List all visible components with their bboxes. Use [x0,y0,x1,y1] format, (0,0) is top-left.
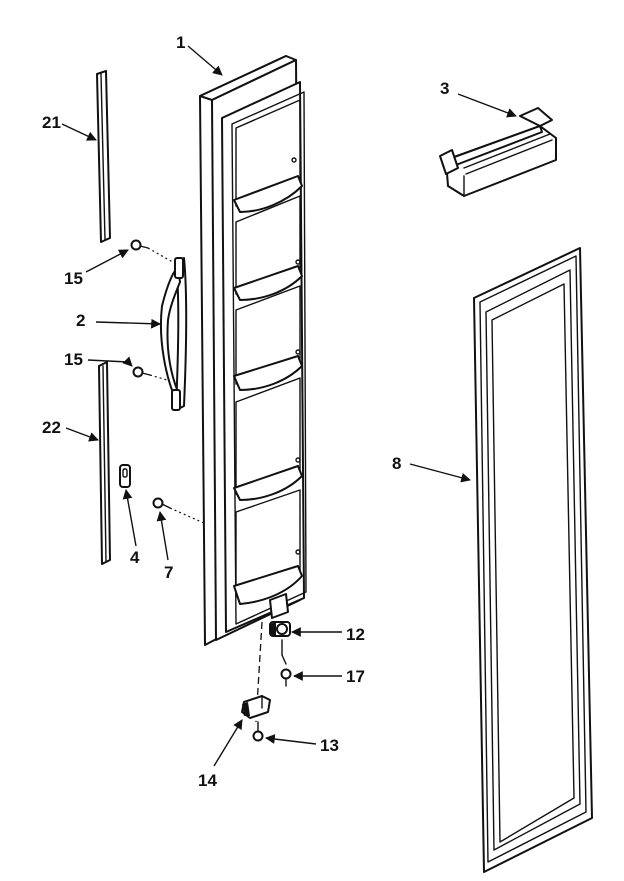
leader-21 [61,123,97,141]
hinge-bushing-icon [269,621,291,637]
callout-labels: 1 21 15 2 15 22 4 7 3 8 12 17 13 14 [42,33,449,790]
handle-mount-icon [119,464,131,488]
callout-7: 7 [164,563,173,582]
callout-17: 17 [346,667,365,686]
refrigerator-door [199,55,307,646]
callout-2: 2 [76,311,85,330]
door-gasket [473,247,593,873]
leader-1 [187,45,223,76]
leader-8 [409,463,471,483]
bottom-hinge-screw-icon [252,721,264,742]
callout-12: 12 [346,625,365,644]
door-stop-screw-icon [152,497,207,525]
handle-screw-top-icon [130,239,177,265]
leader-7 [156,511,169,561]
callout-22: 22 [42,418,61,437]
callout-8: 8 [392,454,401,473]
callout-13: 13 [320,736,339,755]
leader-2 [95,318,161,329]
door-bin-2 [233,195,303,301]
callout-15-bottom: 15 [64,350,83,369]
door-handle [159,257,188,411]
door-shelf [439,107,557,197]
leader-lines [61,45,517,767]
leader-4 [122,489,137,547]
door-bin-3 [233,285,303,391]
trim-strip-lower [98,361,111,565]
door-bin-4 [233,377,303,501]
callout-21: 21 [42,113,61,132]
leader-22 [65,427,99,442]
callout-14: 14 [198,771,217,790]
leader-15-bottom [87,356,133,367]
door-bin-5 [233,489,303,605]
leader-3 [457,93,517,118]
door-bin-1 [233,99,303,213]
hinge-bracket-icon [241,695,271,719]
leader-15-top [85,249,129,273]
callout-3: 3 [440,79,449,98]
trim-strip-upper [96,70,111,243]
leader-13 [265,734,317,745]
callout-15-top: 15 [64,269,83,288]
leader-14 [213,719,243,767]
callout-1: 1 [176,33,185,52]
hinge-screw-icon [280,639,292,687]
callout-4: 4 [130,548,140,567]
